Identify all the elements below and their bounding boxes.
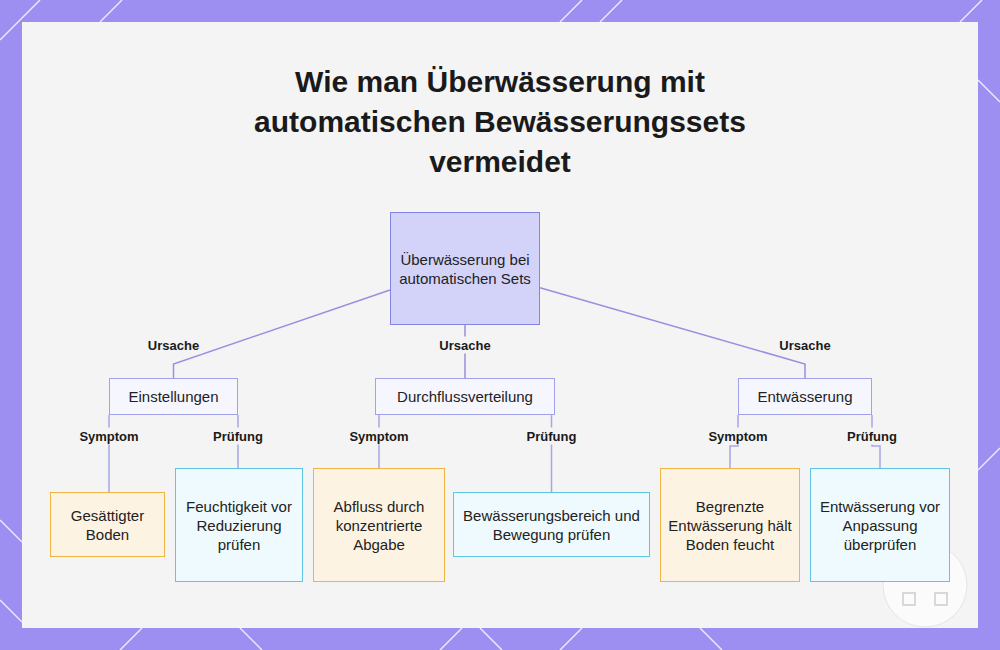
node-text: Entwässerung vor Anpassung überprüfen [817, 497, 943, 554]
root-box: Überwässerung bei automatischen Sets [390, 212, 540, 325]
node-text: Entwässerung [757, 387, 852, 406]
edge-label: Ursache [776, 337, 833, 354]
check-box: Bewässerungsbereich und Bewegung prüfen [453, 492, 650, 557]
edge-label: Ursache [145, 337, 202, 354]
edge-label: Prüfung [210, 428, 266, 445]
node-text: Abfluss durch konzentrierte Abgabe [320, 497, 438, 554]
diagram-title: Wie man Überwässerung mit automatischen … [230, 62, 770, 182]
edge-label: Symptom [76, 428, 141, 445]
symptom-box: Gesättigter Boden [50, 492, 165, 557]
cause-box: Durchflussverteilung [375, 378, 555, 415]
symptom-box: Abfluss durch konzentrierte Abgabe [313, 468, 445, 582]
check-box: Entwässerung vor Anpassung überprüfen [810, 468, 950, 582]
edge-label: Ursache [436, 337, 493, 354]
check-box: Feuchtigkeit vor Reduzierung prüfen [175, 468, 303, 582]
symptom-box: Begrenzte Entwässerung hält Boden feucht [660, 468, 800, 582]
edge-label: Symptom [705, 428, 770, 445]
edge-label: Prüfung [524, 428, 580, 445]
node-text: Begrenzte Entwässerung hält Boden feucht [667, 497, 793, 554]
connector-line [540, 288, 805, 378]
cause-box: Einstellungen [109, 378, 238, 415]
connector-line [174, 290, 391, 378]
title-block: Wie man Überwässerung mit automatischen … [230, 62, 770, 182]
node-text: Durchflussverteilung [397, 387, 533, 406]
edge-label: Symptom [346, 428, 411, 445]
node-text: Gesättigter Boden [57, 506, 158, 544]
panel [22, 22, 978, 628]
edge-label: Prüfung [844, 428, 900, 445]
node-text: Bewässerungsbereich und Bewegung prüfen [460, 506, 643, 544]
node-text: Feuchtigkeit vor Reduzierung prüfen [182, 497, 296, 554]
cause-box: Entwässerung [738, 378, 872, 415]
node-text: Einstellungen [128, 387, 218, 406]
node-text: Überwässerung bei automatischen Sets [397, 250, 533, 288]
